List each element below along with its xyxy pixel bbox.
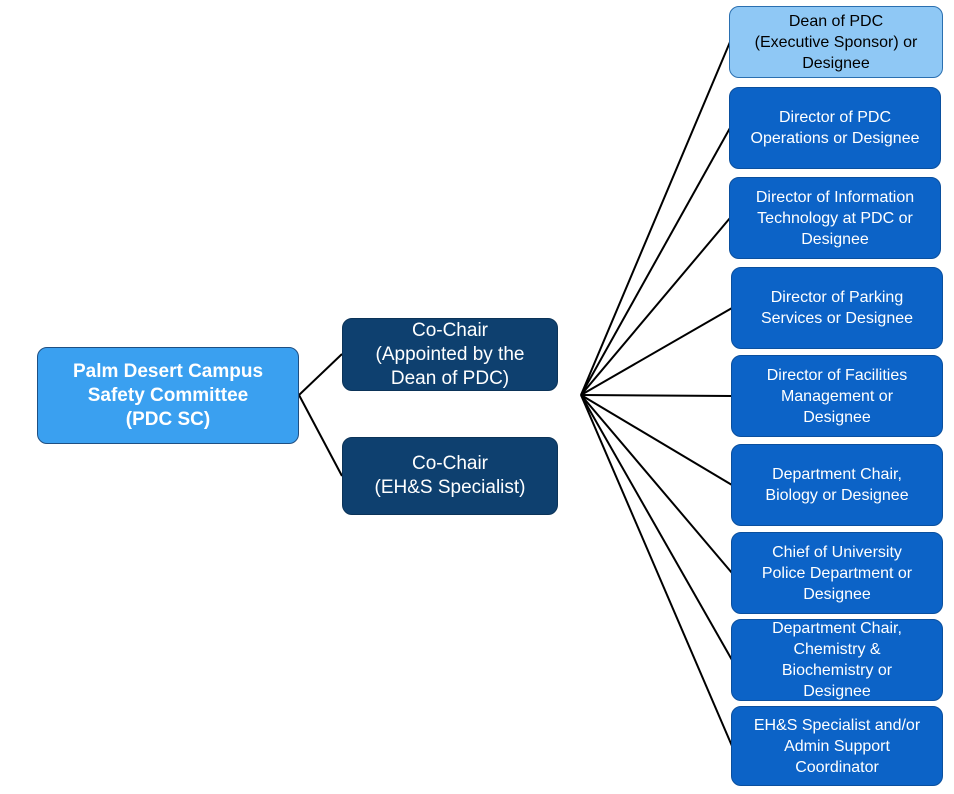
- member-biology-label: Department Chair, Biology or Designee: [765, 466, 909, 504]
- root-committee-box: Palm Desert Campus Safety Committee (PDC…: [37, 347, 299, 444]
- member-chemistry-label: Department Chair, Chemistry & Biochemist…: [772, 620, 902, 700]
- member-ehs-support-label: EH&S Specialist and/or Admin Support Coo…: [753, 716, 921, 776]
- member-it-box: Director of Information Technology at PD…: [729, 177, 941, 259]
- co-chair-appointed-label: Co-Chair (Appointed by the Dean of PDC): [375, 319, 525, 389]
- connector-hub-member-2: [580, 127, 731, 396]
- member-operations-box: Director of PDC Operations or Designee: [729, 87, 941, 169]
- member-it-label: Director of Information Technology at PD…: [755, 188, 915, 248]
- connector-hub-member-1: [580, 41, 731, 396]
- member-parking-box: Director of Parking Services or Designee: [731, 267, 943, 349]
- connector-hub-member-3: [580, 217, 731, 396]
- member-operations-label: Director of PDC Operations or Designee: [750, 109, 920, 147]
- member-parking-label: Director of Parking Services or Designee: [760, 289, 914, 327]
- root-committee-label: Palm Desert Campus Safety Committee (PDC…: [72, 360, 264, 430]
- member-chemistry-box: Department Chair, Chemistry & Biochemist…: [731, 619, 943, 701]
- connector-root-cochair-2: [298, 394, 343, 477]
- co-chair-appointed-box: Co-Chair (Appointed by the Dean of PDC): [342, 318, 558, 391]
- member-dean-label: Dean of PDC (Executive Sponsor) or Desig…: [754, 12, 918, 72]
- member-police-label: Chief of University Police Department or…: [761, 543, 913, 603]
- member-facilities-box: Director of Facilities Management or Des…: [731, 355, 943, 437]
- member-facilities-label: Director of Facilities Management or Des…: [766, 366, 908, 426]
- member-police-box: Chief of University Police Department or…: [731, 532, 943, 614]
- co-chair-ehs-box: Co-Chair (EH&S Specialist): [342, 437, 558, 515]
- member-ehs-support-box: EH&S Specialist and/or Admin Support Coo…: [731, 706, 943, 786]
- connector-hub-member-9: [580, 394, 733, 747]
- connector-hub-member-8: [580, 394, 733, 661]
- connector-hub-member-5: [580, 394, 733, 397]
- connector-root-cochair-1: [298, 353, 343, 396]
- member-dean-box: Dean of PDC (Executive Sponsor) or Desig…: [729, 6, 943, 78]
- connector-hub-member-7: [580, 394, 733, 574]
- member-biology-box: Department Chair, Biology or Designee: [731, 444, 943, 526]
- co-chair-ehs-label: Co-Chair (EH&S Specialist): [374, 453, 526, 498]
- connector-hub-member-6: [580, 394, 733, 486]
- connector-hub-member-4: [580, 307, 733, 396]
